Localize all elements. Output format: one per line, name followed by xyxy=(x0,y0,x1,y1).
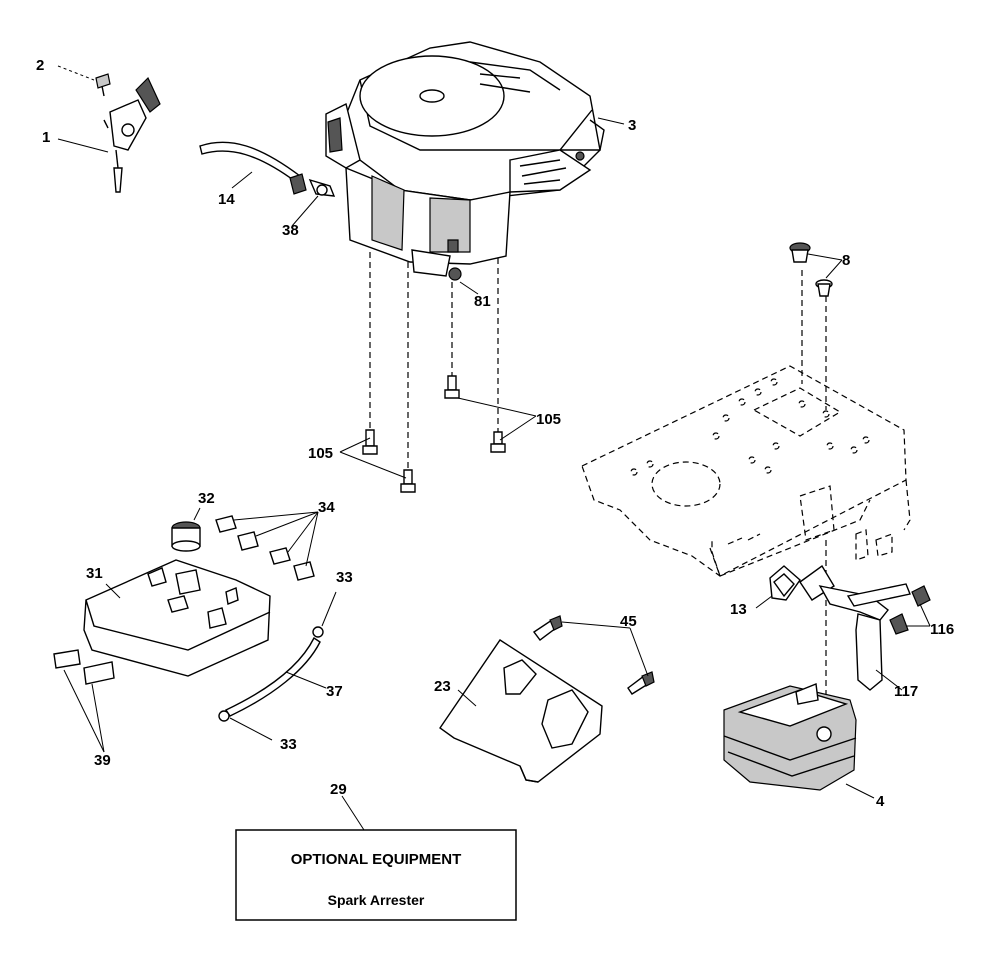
part-pads-34 xyxy=(215,515,315,581)
callout-105-right: 105 xyxy=(536,411,561,428)
optional-equipment-title: OPTIONAL EQUIPMENT xyxy=(291,851,462,868)
callout-29: 29 xyxy=(330,781,347,798)
callout-116: 116 xyxy=(930,621,954,638)
callout-38: 38 xyxy=(282,222,299,239)
part-pads-39 xyxy=(53,649,115,685)
part-exhaust-pipe-117 xyxy=(799,564,911,691)
part-fuel-tank-31 xyxy=(83,559,271,677)
callout-1: 1 xyxy=(42,129,50,146)
callout-37: 37 xyxy=(326,683,343,700)
optional-equipment-box xyxy=(235,829,517,921)
part-fuel-line-14 xyxy=(199,141,336,197)
callout-45: 45 xyxy=(620,613,637,630)
leader-29 xyxy=(341,795,365,831)
frame-dashed xyxy=(581,365,911,577)
part-screw-2 xyxy=(95,73,111,97)
callout-117: 117 xyxy=(894,683,918,700)
callout-39: 39 xyxy=(94,752,111,769)
callout-105-left: 105 xyxy=(308,445,333,462)
callout-31: 31 xyxy=(86,565,103,582)
callout-33-bottom: 33 xyxy=(280,736,297,753)
callout-2: 2 xyxy=(36,57,44,74)
part-throttle-control-1 xyxy=(103,76,161,193)
callout-33-top: 33 xyxy=(336,569,353,586)
part-bolts-45 xyxy=(532,615,655,695)
part-bolts-105 xyxy=(362,375,506,493)
part-engine-3 xyxy=(325,41,605,281)
part-clamps-33 xyxy=(218,626,324,722)
part-fuel-hose-37 xyxy=(224,636,321,717)
callout-3: 3 xyxy=(628,117,636,134)
part-fuel-cap-32 xyxy=(171,521,201,552)
callout-8: 8 xyxy=(842,252,850,269)
callout-81: 81 xyxy=(474,293,491,310)
callout-4: 4 xyxy=(876,793,885,810)
part-gasket-13 xyxy=(769,565,801,601)
callout-14: 14 xyxy=(218,191,235,208)
callout-32: 32 xyxy=(198,490,215,507)
callout-13: 13 xyxy=(730,601,747,618)
callout-34: 34 xyxy=(318,499,335,516)
optional-equipment-subtitle: Spark Arrester xyxy=(328,892,425,908)
part-nuts-8 xyxy=(789,242,833,297)
part-muffler-4 xyxy=(723,683,857,791)
part-nuts-116 xyxy=(889,585,931,635)
callout-23: 23 xyxy=(434,678,451,695)
part-heat-shield-23 xyxy=(439,639,603,783)
